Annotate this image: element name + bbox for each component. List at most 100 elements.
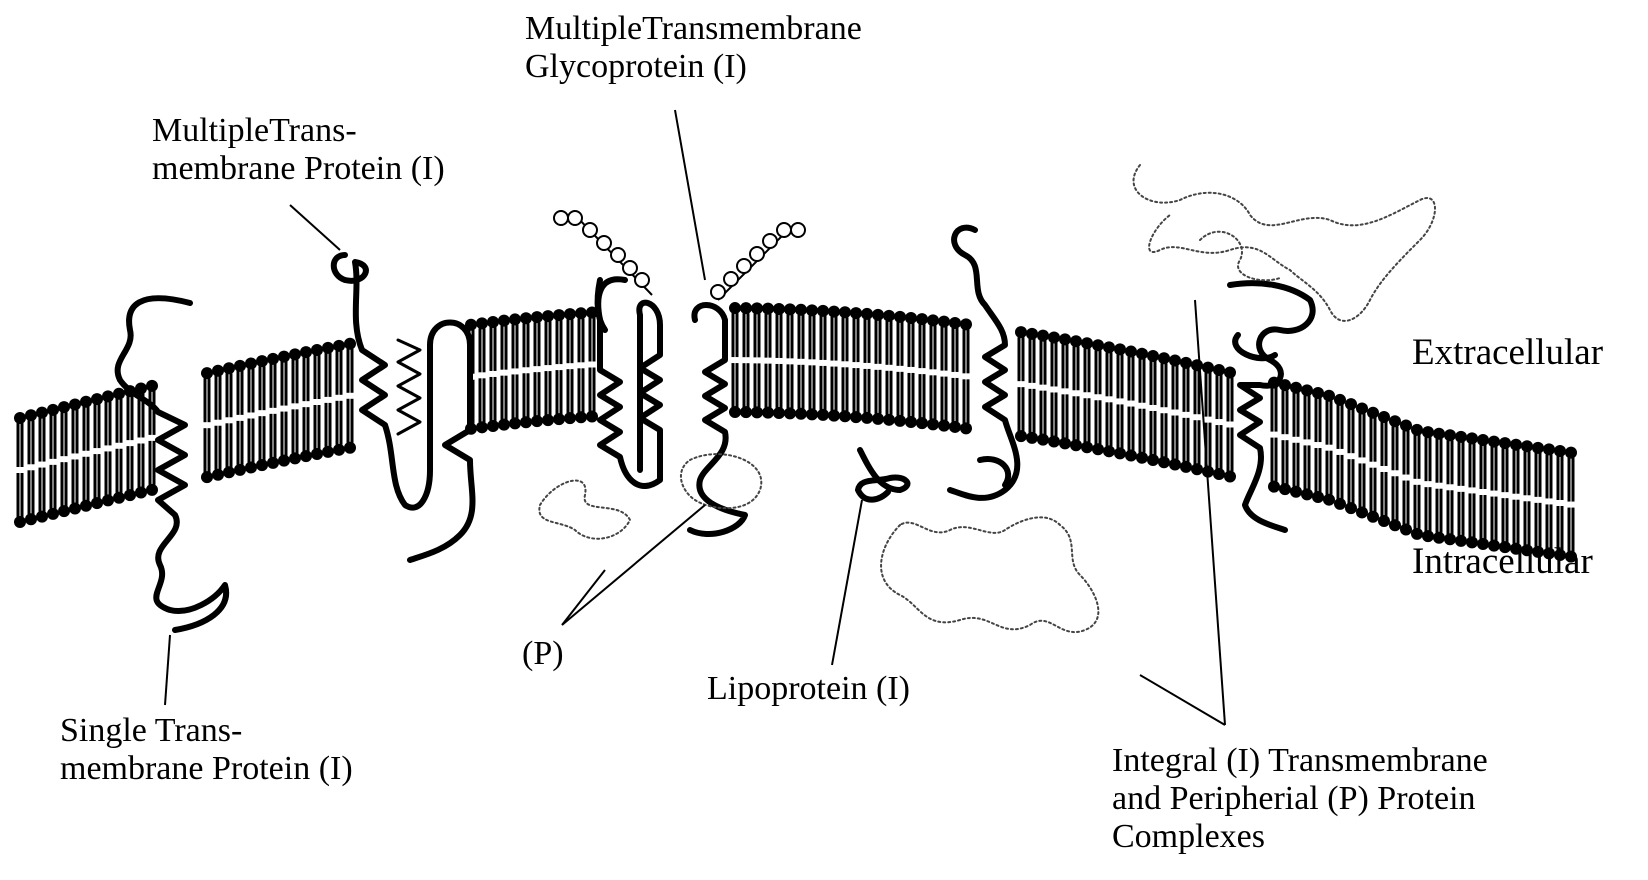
phospholipid-head <box>476 317 488 329</box>
phospholipid-head <box>1026 432 1038 444</box>
phospholipid-head <box>113 492 125 504</box>
phospholipid-head <box>47 508 59 520</box>
phospholipid-head <box>1224 471 1236 483</box>
phospholipid-head <box>872 413 884 425</box>
phospholipid-head <box>1114 343 1126 355</box>
label-line: Single Trans- <box>60 712 353 750</box>
phospholipid-head <box>1081 337 1093 349</box>
phospholipid-head <box>564 412 576 424</box>
peripheral-protein-left <box>539 454 761 539</box>
phospholipid-head <box>498 315 510 327</box>
phospholipid-head <box>1554 445 1566 457</box>
phospholipid-head <box>1422 426 1434 438</box>
phospholipid-head <box>234 360 246 372</box>
phospholipid-head <box>564 308 576 320</box>
phospholipid-head <box>1070 439 1082 451</box>
phospholipid-head <box>267 457 279 469</box>
phospholipid-head <box>1378 515 1390 527</box>
phospholipid-head <box>828 306 840 318</box>
phospholipid-head <box>1356 402 1368 414</box>
phospholipid-head <box>1147 350 1159 362</box>
phospholipid-head <box>916 313 928 325</box>
label-peripheral: (P) <box>522 635 564 673</box>
phospholipid-head <box>1147 454 1159 466</box>
phospholipid-head <box>80 500 92 512</box>
phospholipid-head <box>795 304 807 316</box>
phospholipid-head <box>509 417 521 429</box>
phospholipid-head <box>223 362 235 374</box>
phospholipid-head <box>498 419 510 431</box>
phospholipid-head <box>861 412 873 424</box>
label-single-transmembrane-protein: Single Trans- membrane Protein (I) <box>60 712 353 788</box>
phospholipid-head <box>1290 382 1302 394</box>
phospholipid-head <box>960 318 972 330</box>
phospholipid-head <box>267 353 279 365</box>
phospholipid-head <box>520 312 532 324</box>
label-line: membrane Protein (I) <box>152 150 445 188</box>
phospholipid-head <box>1345 398 1357 410</box>
phospholipid-head <box>1037 434 1049 446</box>
phospholipid-head <box>113 388 125 400</box>
phospholipid-head <box>729 302 741 314</box>
phospholipid-head <box>1213 364 1225 376</box>
phospholipid-head <box>1312 491 1324 503</box>
phospholipid-head <box>289 348 301 360</box>
phospholipid-head <box>1301 384 1313 396</box>
label-line: Extracellular <box>1412 334 1603 372</box>
phospholipid-head <box>36 511 48 523</box>
phospholipid-head <box>1323 390 1335 402</box>
phospholipid-head <box>894 311 906 323</box>
phospholipid-head <box>883 310 895 322</box>
glycan-chain-right <box>711 223 805 300</box>
phospholipid-head <box>938 420 950 432</box>
phospholipid-head <box>58 401 70 413</box>
phospholipid-head <box>1356 506 1368 518</box>
phospholipid-head <box>69 502 81 514</box>
phospholipid-head <box>333 444 345 456</box>
phospholipid-head <box>256 355 268 367</box>
phospholipid-head <box>806 408 818 420</box>
phospholipid-head <box>289 452 301 464</box>
phospholipid-head <box>1048 435 1060 447</box>
phospholipid-head <box>1114 447 1126 459</box>
phospholipid-head <box>1477 434 1489 446</box>
phospholipid-head <box>1334 394 1346 406</box>
multiple-transmembrane-protein <box>334 255 473 560</box>
label-line: MultipleTransmembrane <box>525 10 862 48</box>
phospholipid-head <box>1081 441 1093 453</box>
phospholipid-head <box>1191 463 1203 475</box>
phospholipid-head <box>1037 330 1049 342</box>
phospholipid-head <box>1367 511 1379 523</box>
phospholipid-head <box>1411 424 1423 436</box>
phospholipid-head <box>124 489 136 501</box>
phospholipid-head <box>1125 450 1137 462</box>
phospholipid-head <box>850 411 862 423</box>
label-multiple-transmembrane-glycoprotein: MultipleTransmembrane Glycoprotein (I) <box>525 10 862 86</box>
phospholipid-head <box>1455 431 1467 443</box>
phospholipid-head <box>1015 430 1027 442</box>
phospholipid-head <box>1136 348 1148 360</box>
phospholipid-head <box>102 494 114 506</box>
phospholipid-head <box>25 513 37 525</box>
phospholipid-head <box>1092 339 1104 351</box>
label-intracellular: Intracellular <box>1412 543 1593 581</box>
phospholipid-head <box>201 471 213 483</box>
phospholipid-head <box>575 307 587 319</box>
label-line: Integral (I) Transmembrane <box>1112 742 1488 780</box>
phospholipid-head <box>1103 445 1115 457</box>
label-line: MultipleTrans- <box>152 112 445 150</box>
lipid-bilayer <box>14 302 1577 563</box>
phospholipid-head <box>762 303 774 315</box>
phospholipid-head <box>762 407 774 419</box>
phospholipid-head <box>1301 488 1313 500</box>
phospholipid-head <box>487 316 499 328</box>
label-lipoprotein: Lipoprotein (I) <box>707 670 910 708</box>
phospholipid-head <box>322 342 334 354</box>
phospholipid-head <box>883 414 895 426</box>
phospholipid-head <box>1367 407 1379 419</box>
label-line: Complexes <box>1112 818 1488 856</box>
phospholipid-head <box>916 417 928 429</box>
phospholipid-head <box>520 416 532 428</box>
phospholipid-head <box>817 305 829 317</box>
phospholipid-head <box>1389 415 1401 427</box>
